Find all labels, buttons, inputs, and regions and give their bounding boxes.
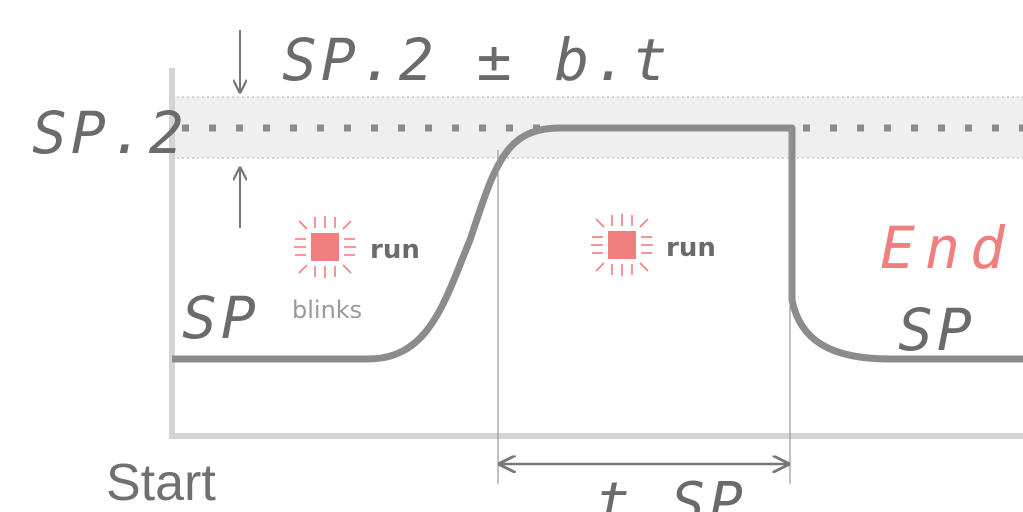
blinks-note: blinks [292,296,362,324]
tsp-label: t.SP [596,471,747,512]
end-label: End [880,214,1015,282]
run-led-steady-icon [591,214,653,276]
run-led-blinking-icon [294,216,356,278]
start-label: Start [106,454,216,512]
sp-end-label: SP [898,296,976,364]
process-curve [172,124,1023,363]
run-label-phase2: run [666,233,716,263]
run-label-phase1: run [370,235,420,265]
band-label: SP.2 ± b.t [282,26,671,94]
sp-label: SP [182,284,260,352]
sp2-label: SP.2 [32,99,188,167]
